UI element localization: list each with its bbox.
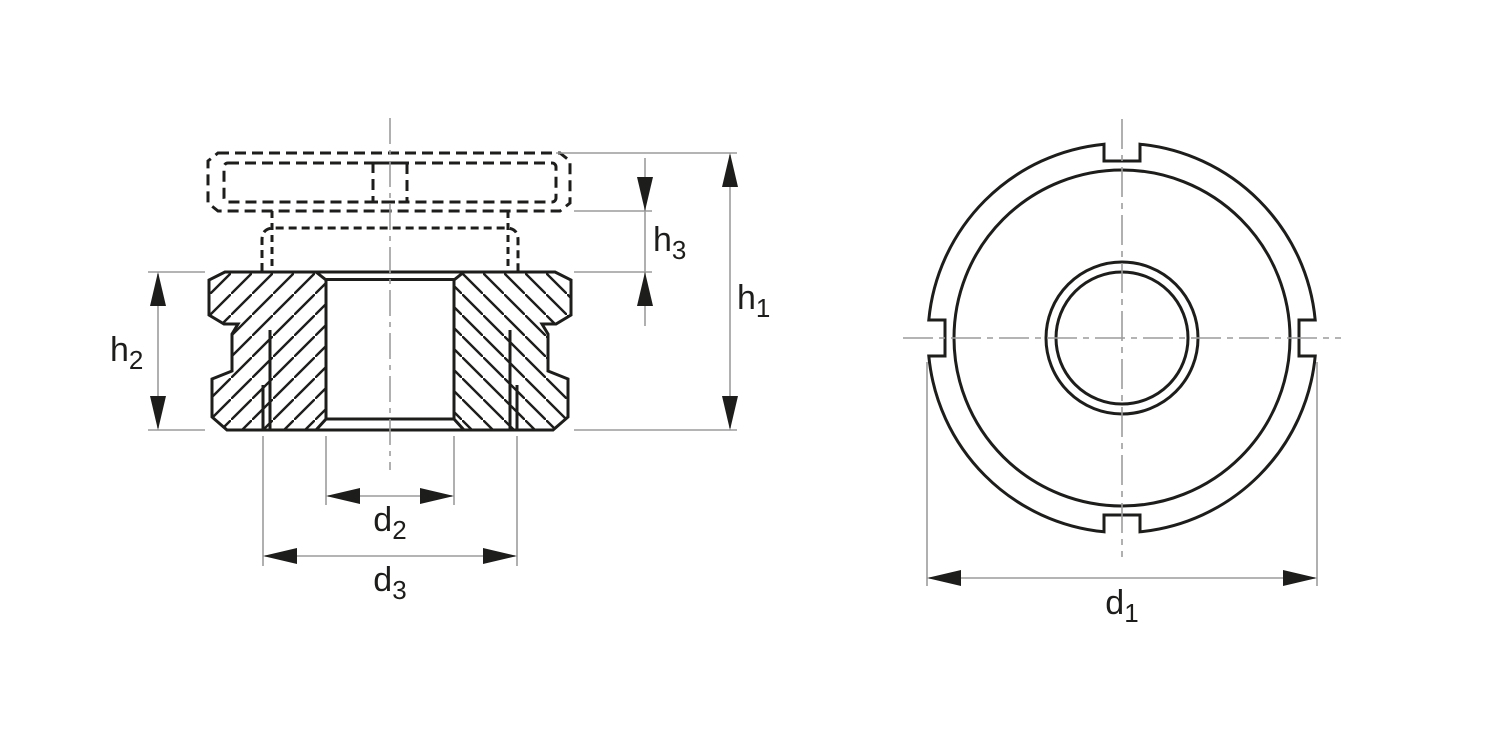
arrow-d2-right	[420, 488, 454, 504]
arrow-h1-down	[722, 396, 738, 430]
dimension-label-d2: d2	[373, 501, 406, 543]
phantom-knob	[206, 151, 572, 271]
dimension-label-d3: d3	[373, 561, 406, 603]
label-h1-subscript: 1	[755, 293, 771, 323]
knob-outer-outline	[206, 151, 572, 213]
section-view	[148, 118, 738, 566]
label-d2-subscript: 2	[392, 515, 407, 545]
dimension-label-h3: h3	[653, 221, 686, 263]
dimension-label-d1: d1	[1105, 584, 1138, 626]
arrow-h2-up	[150, 272, 166, 306]
label-h2-base: h	[110, 331, 129, 369]
front-arrowheads	[927, 570, 1317, 586]
label-h3-subscript: 3	[671, 235, 687, 265]
label-h3-base: h	[653, 221, 672, 259]
front-dimension-lines	[926, 362, 1318, 586]
outer-ring-with-slots	[927, 142, 1317, 534]
section-right-half	[452, 270, 573, 432]
label-d1-base: d	[1105, 584, 1125, 622]
arrow-h3-up	[637, 272, 653, 306]
label-h2-subscript: 2	[128, 345, 144, 375]
arrow-h1-up	[722, 153, 738, 187]
arrow-h3-down	[637, 177, 653, 211]
label-d3-subscript: 3	[392, 575, 407, 605]
section-arrowheads	[150, 153, 738, 564]
label-h1-base: h	[737, 279, 756, 317]
arrow-d1-right	[1283, 570, 1317, 586]
section-left-half	[207, 270, 328, 432]
label-d2-base: d	[373, 501, 393, 539]
arrow-d3-left	[263, 548, 297, 564]
arrow-h2-down	[150, 396, 166, 430]
label-d3-base: d	[373, 561, 393, 599]
front-view	[903, 119, 1341, 586]
arrow-d2-left	[326, 488, 360, 504]
dimension-label-h2: h2	[110, 331, 143, 373]
label-d1-subscript: 1	[1124, 598, 1139, 628]
arrow-d1-left	[927, 570, 961, 586]
dimension-label-h1: h1	[737, 279, 770, 321]
arrow-d3-right	[483, 548, 517, 564]
